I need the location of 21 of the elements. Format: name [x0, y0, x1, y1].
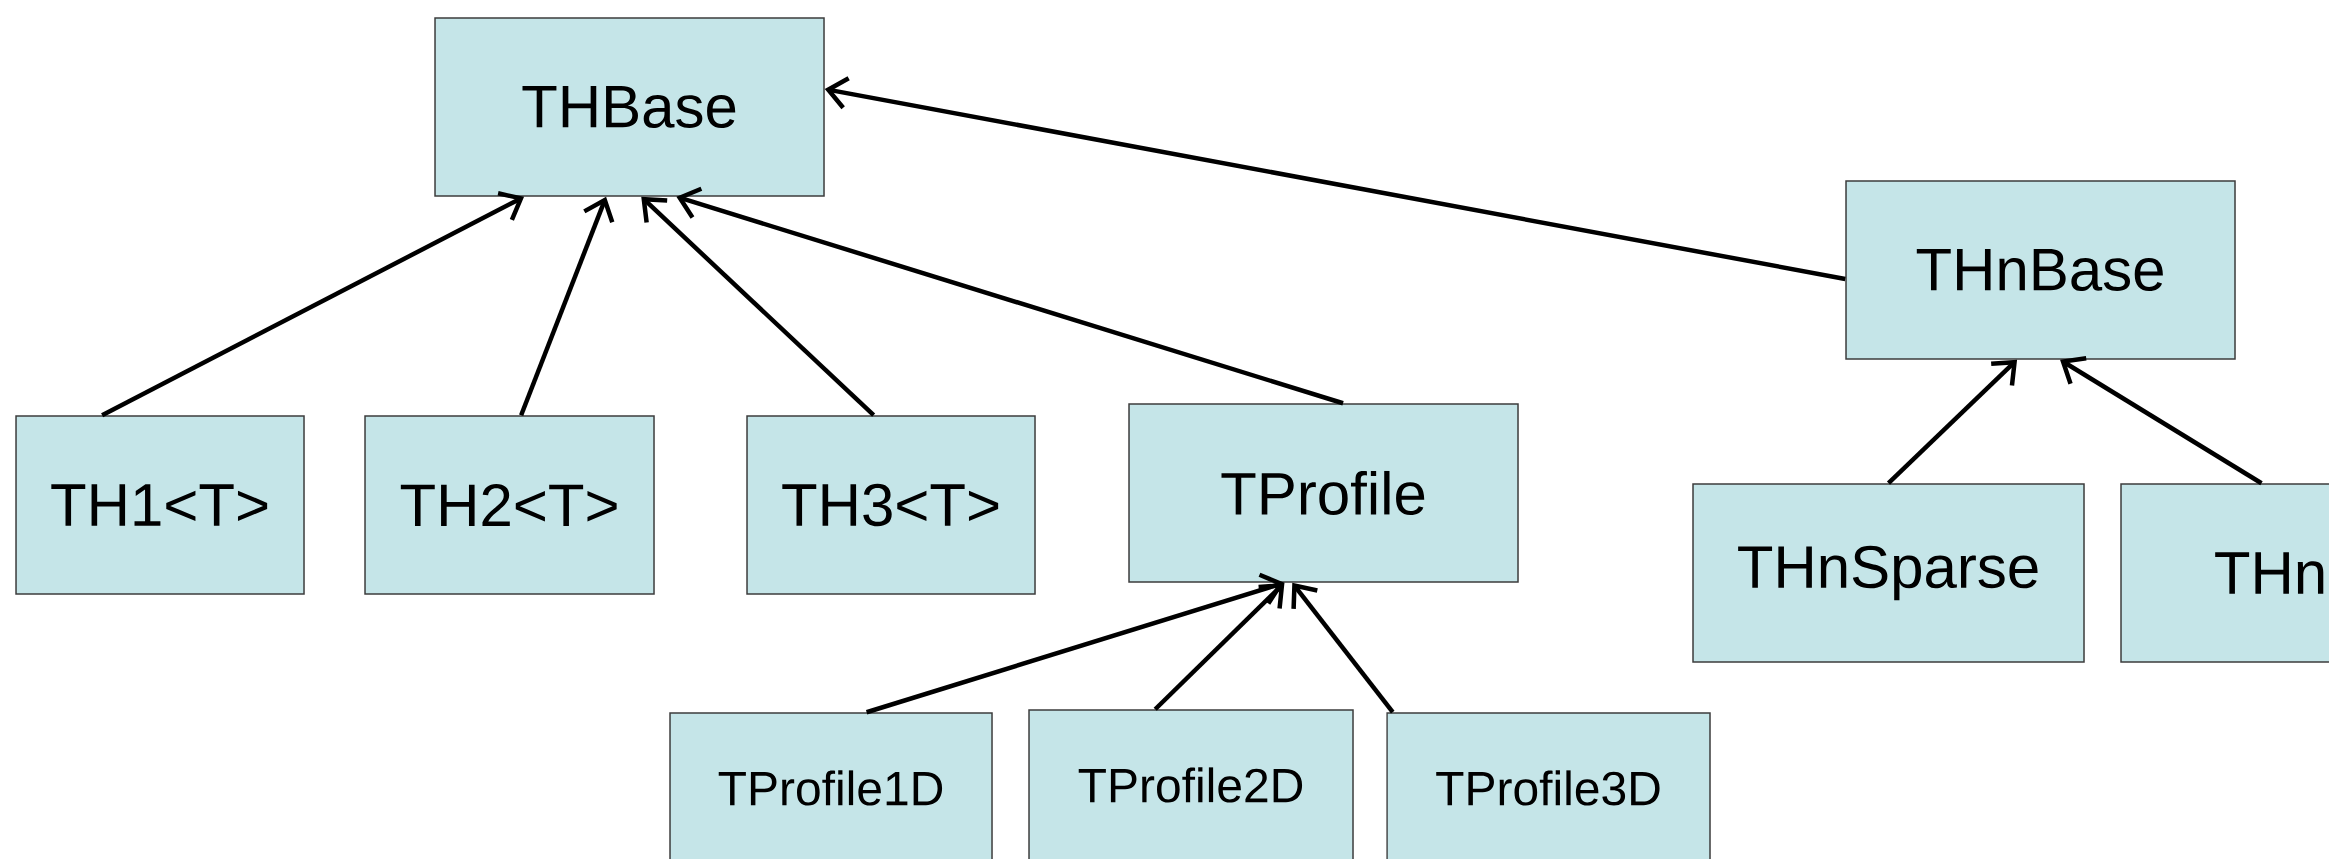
arrow — [1291, 582, 1395, 714]
arrow — [865, 572, 1285, 715]
class-box: TProfile3D — [1386, 712, 1711, 859]
class-box: TProfile — [1128, 403, 1519, 583]
class-box: TH3<T> — [746, 415, 1036, 595]
arrow — [824, 76, 1846, 282]
arrow — [2060, 355, 2263, 486]
class-box: TProfile2D — [1028, 709, 1354, 859]
arrow — [676, 186, 1344, 406]
class-box: THnBase — [1845, 180, 2236, 360]
arrow — [101, 191, 525, 418]
class-box: THnSparse — [1692, 483, 2085, 663]
class-box: THn — [2120, 483, 2329, 663]
class-box: TH1<T> — [15, 415, 305, 595]
class-box: THBase — [434, 17, 825, 197]
class-box: TProfile1D — [669, 712, 993, 859]
class-box: TH2<T> — [364, 415, 655, 595]
arrow — [519, 196, 615, 417]
arrow — [641, 196, 876, 417]
arrow — [1886, 359, 2018, 485]
arrow — [1153, 582, 1285, 711]
